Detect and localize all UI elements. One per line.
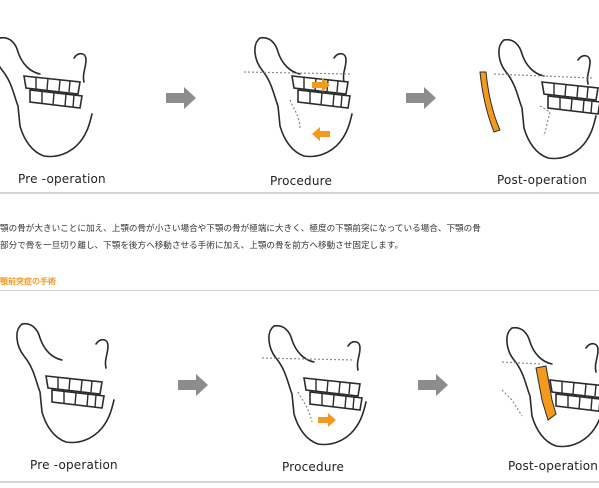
section-divider — [0, 192, 599, 194]
gray-arrow-icon — [418, 374, 448, 396]
procedure-label-1: Procedure — [270, 174, 333, 188]
pre-operation-label-1: Pre -operation — [18, 172, 106, 186]
description-line-1: 顎の骨が大きいことに加え、上顎の骨が小さい場合や下顎の骨が極端に大きく、極度の下… — [0, 224, 481, 234]
post-operation-jaw-diagram-2 — [501, 326, 599, 448]
procedure-label-2: Procedure — [282, 460, 345, 474]
section-divider — [0, 481, 599, 483]
gray-arrow-icon — [166, 87, 196, 109]
gray-arrow-icon — [406, 87, 436, 109]
post-operation-jaw-diagram-1 — [479, 38, 599, 160]
procedure-jaw-diagram-1 — [243, 36, 353, 158]
gray-arrow-icon — [178, 374, 208, 396]
section-heading: 顎前突症の手術 — [0, 277, 56, 286]
procedure-jaw-diagram-2 — [261, 324, 367, 446]
pre-operation-jaw-diagram-1 — [0, 36, 93, 158]
pre-operation-jaw-diagram-2 — [16, 322, 115, 444]
post-operation-label-1: Post-operation — [497, 173, 588, 187]
description-line-2: 部分で骨を一旦切り離し、下顎を後方へ移動させる手術に加え、上顎の骨を前方へ移動さ… — [0, 241, 404, 251]
pre-operation-label-2: Pre -operation — [30, 458, 118, 472]
post-operation-label-2: Post-operation — [508, 459, 599, 473]
section-divider — [0, 290, 599, 291]
